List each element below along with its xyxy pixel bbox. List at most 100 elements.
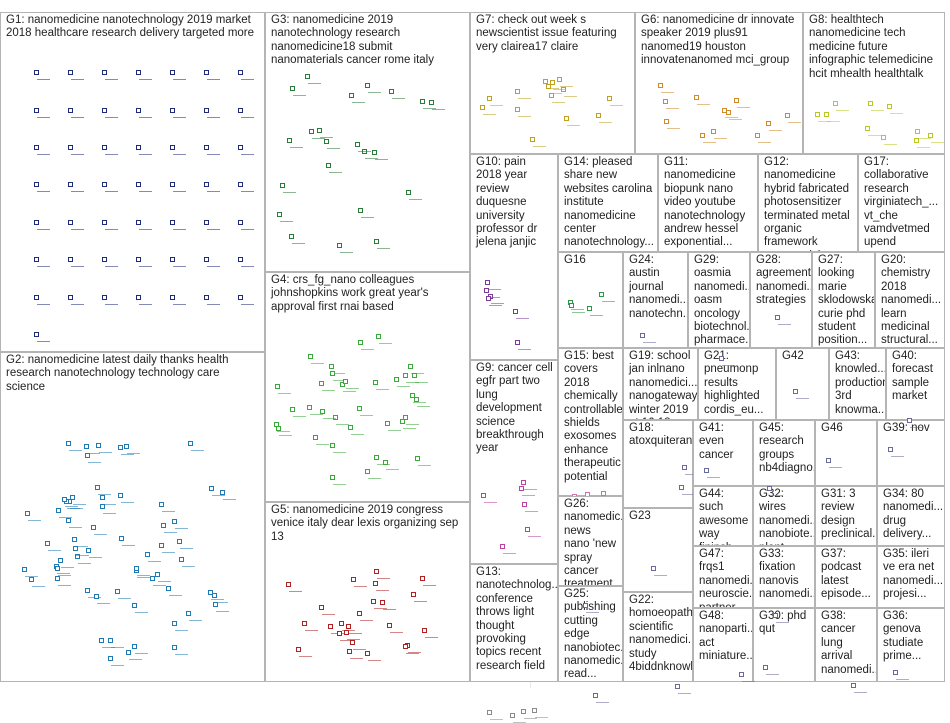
vertex-node: [601, 491, 606, 496]
vertex-node: [84, 444, 89, 449]
vertex-label-mark: [135, 653, 148, 654]
vertex-node: [25, 511, 30, 516]
vertex-label-mark: [308, 83, 321, 84]
vertex-label-mark: [758, 142, 771, 143]
vertex-node: [515, 340, 520, 345]
vertex-label-mark: [891, 456, 904, 457]
vertex-label-mark: [37, 154, 50, 155]
group-panel-g8: G8: healthtech nanomedicine tech medicin…: [803, 12, 945, 154]
group-panel-g11: G11: nanomedicine biopunk nano video you…: [658, 154, 758, 252]
vertex-label-mark: [105, 266, 118, 267]
vertex-label-mark: [518, 349, 531, 350]
group-panel-g23: G23: [623, 508, 693, 592]
vertex-node: [500, 544, 505, 549]
vertex-node: [238, 295, 243, 300]
vertex-node: [68, 145, 73, 150]
vertex-node: [429, 100, 434, 105]
vertex-label-mark: [111, 665, 124, 666]
vertex-node: [739, 672, 744, 677]
vertex-label-mark: [414, 601, 427, 602]
vertex-label-mark: [216, 611, 229, 612]
vertex-label-mark: [280, 221, 293, 222]
vertex-label-mark: [69, 527, 82, 528]
vertex-node: [136, 220, 141, 225]
vertex-node: [349, 93, 354, 98]
vertex-node: [102, 70, 107, 75]
vertex-label-mark: [896, 679, 909, 680]
vertex-node: [704, 468, 709, 473]
group-panel-g18: G18: atoxquiteran: [623, 420, 693, 508]
vertex-label-mark: [347, 639, 360, 640]
vertex-label-mark: [390, 632, 403, 633]
vertex-node: [136, 70, 141, 75]
vertex-node: [238, 220, 243, 225]
vertex-node: [411, 592, 416, 597]
group-title-g4: G4: crs_fg_nano colleagues johnshopkins …: [271, 274, 465, 314]
vertex-node: [549, 93, 554, 98]
group-title-g18: G18: atoxquiteran: [629, 422, 688, 449]
vertex-node: [593, 693, 598, 698]
vertex-label-mark: [406, 424, 419, 425]
vertex-node: [55, 576, 60, 581]
vertex-node: [319, 605, 324, 610]
vertex-node: [893, 670, 898, 675]
vertex-label-mark: [375, 159, 388, 160]
vertex-node: [329, 364, 334, 369]
vertex-label-mark: [277, 431, 290, 432]
vertex-label-mark: [340, 252, 353, 253]
vertex-label-mark: [211, 599, 224, 600]
vertex-label-mark: [88, 462, 101, 463]
vertex-label-mark: [139, 117, 152, 118]
vertex-label-mark: [890, 113, 903, 114]
vertex-node: [365, 469, 370, 474]
group-panel-g43: G43: knowled... production 3rd knowma...: [829, 348, 886, 420]
vertex-node: [99, 638, 104, 643]
vertex-label-mark: [207, 79, 220, 80]
vertex-node: [833, 101, 838, 106]
vertex-node: [658, 83, 663, 88]
vertex-node: [29, 577, 34, 582]
group-title-g14: G14: pleased share new websites carolina…: [564, 156, 653, 250]
vertex-label-mark: [409, 199, 422, 200]
vertex-label-mark: [105, 79, 118, 80]
vertex-node: [365, 83, 370, 88]
vertex-node: [766, 121, 771, 126]
vertex-label-mark: [368, 92, 381, 93]
vertex-label-mark: [175, 528, 188, 529]
vertex-label-mark: [418, 465, 431, 466]
vertex-label-mark: [139, 191, 152, 192]
vertex-node: [907, 418, 912, 423]
vertex-label-mark: [818, 121, 831, 122]
vertex-label-mark: [162, 552, 175, 553]
vertex-label-mark: [349, 633, 362, 634]
vertex-label-mark: [516, 318, 529, 319]
group-title-g41: G41: even cancer: [699, 422, 748, 462]
group-title-g15: G15: best covers 2018 chemically control…: [564, 350, 618, 484]
vertex-label-mark: [241, 154, 254, 155]
vertex-node: [403, 373, 408, 378]
vertex-node: [177, 539, 182, 544]
vertex-label-mark: [643, 342, 656, 343]
vertex-label-mark: [376, 389, 389, 390]
vertex-node: [204, 108, 209, 113]
vertex-node: [755, 133, 760, 138]
vertex-node: [170, 220, 175, 225]
vertex-label-mark: [76, 555, 89, 556]
vertex-label-mark: [305, 630, 318, 631]
vertex-label-mark: [667, 128, 680, 129]
vertex-node: [161, 523, 166, 528]
vertex-node: [330, 371, 335, 376]
vertex-label-mark: [148, 561, 161, 562]
vertex-node: [376, 334, 381, 339]
vertex-node: [406, 190, 411, 195]
group-title-g7: G7: check out week s newscientist issue …: [476, 14, 630, 54]
vertex-node: [56, 508, 61, 513]
vertex-node: [726, 110, 731, 115]
group-title-g40: G40: forecast sample market: [892, 350, 940, 404]
vertex-node: [700, 133, 705, 138]
vertex-label-mark: [71, 117, 84, 118]
vertex-label-mark: [766, 674, 779, 675]
vertex-label-mark: [788, 122, 801, 123]
vertex-label-mark: [139, 79, 152, 80]
vertex-label-mark: [917, 147, 930, 148]
